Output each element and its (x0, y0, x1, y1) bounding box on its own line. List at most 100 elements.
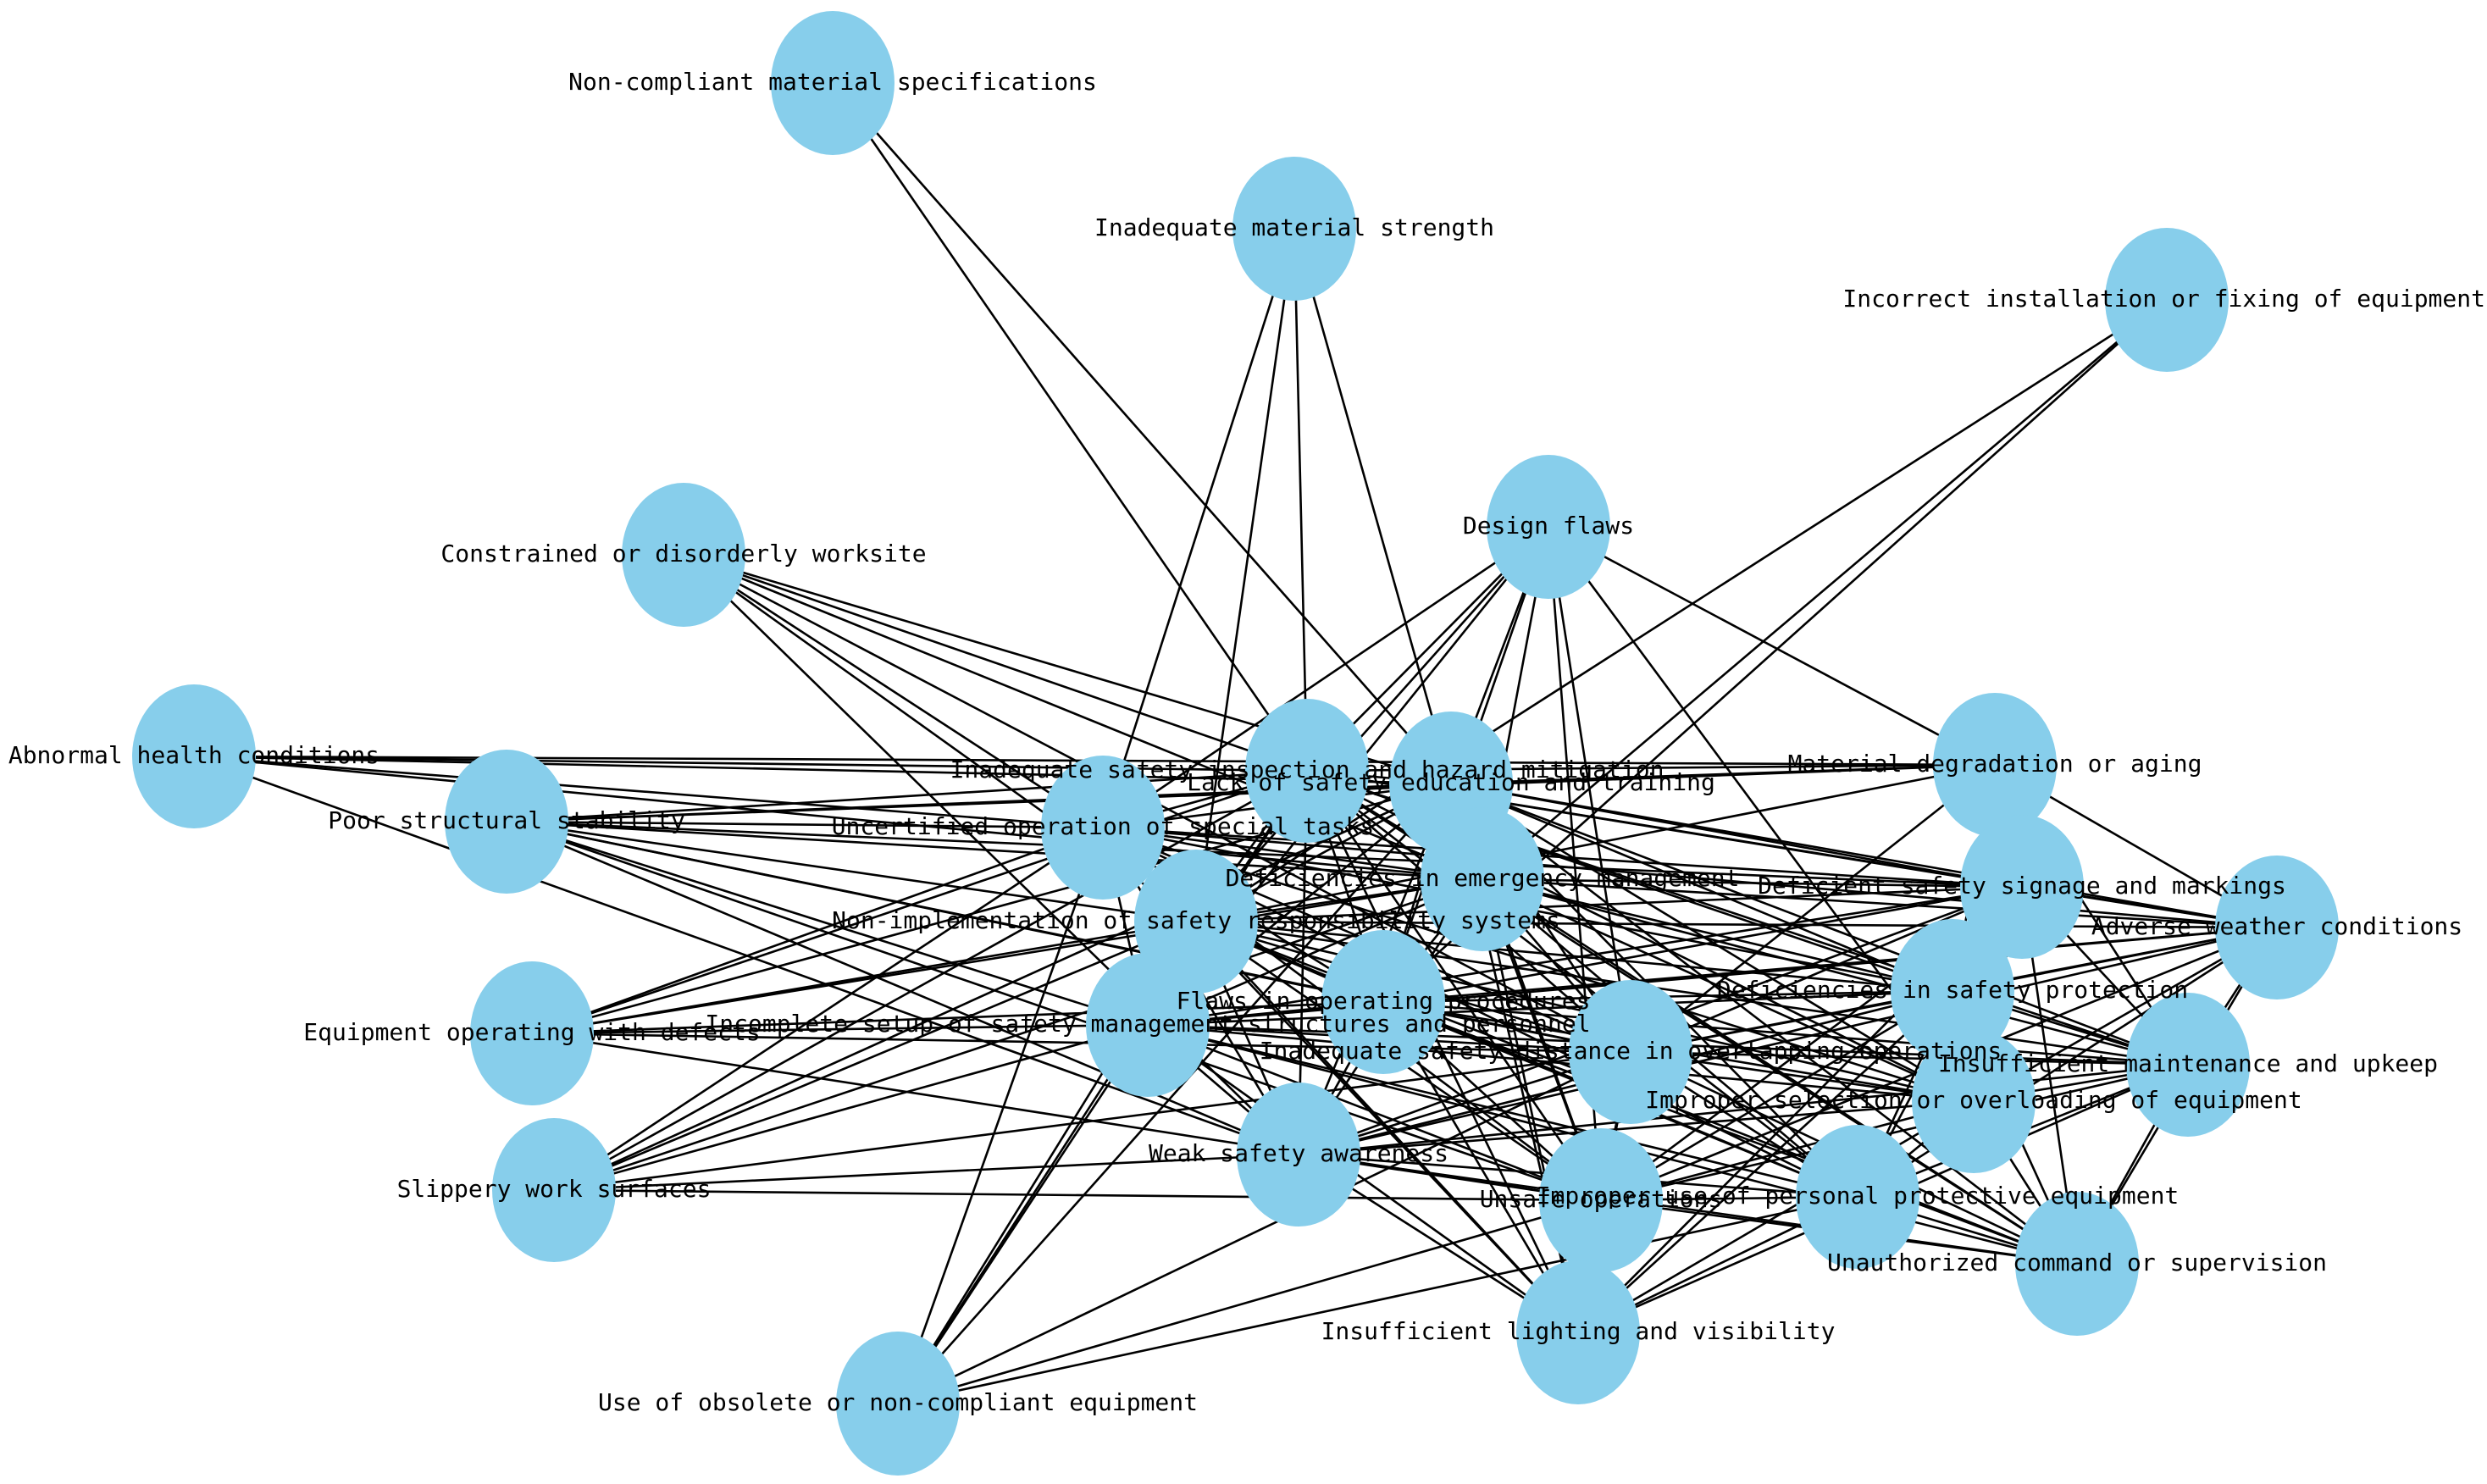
node-circle-n19 (1086, 953, 1210, 1097)
edge-n29-n25 (897, 1199, 1602, 1405)
node-label-n13: Deficient safety signage and markings (1758, 872, 2286, 900)
label-layer: Non-compliant material specificationsIna… (8, 68, 2485, 1416)
node-label-n21: Insufficient maintenance and upkeep (1938, 1049, 2438, 1077)
node-circle-n25 (1539, 1128, 1663, 1272)
edge-n9-n14 (1450, 782, 2278, 929)
edge-n24-n19 (553, 1023, 1149, 1192)
edge-n18-n16 (531, 1000, 1384, 1035)
node-circle-n5 (622, 483, 745, 627)
node-circle-n20 (1569, 980, 1692, 1124)
node-circle-n10 (1933, 693, 2057, 837)
node-circle-n28 (1516, 1260, 1640, 1404)
node-label-n10: Material degradation or aging (1788, 750, 2202, 778)
edge-n20-n10 (1630, 763, 1996, 1054)
edge-n19-n22 (1147, 1023, 1975, 1103)
edge-n4-n20 (1547, 526, 1632, 1053)
edge-n15-n14 (1195, 920, 2278, 929)
edge-n12-n14 (1482, 878, 2278, 929)
edge-n11-n14 (1102, 826, 2278, 929)
node-label-n6: Abnormal health conditions (8, 741, 379, 769)
node-label-n23: Weak safety awareness (1149, 1139, 1448, 1167)
node-circle-n4 (1487, 455, 1610, 599)
edge-n16-n13 (1382, 885, 2023, 1004)
node-label-n22: Improper selection or overloading of equ… (1645, 1086, 2301, 1114)
edge-n11-n12 (1102, 826, 1483, 881)
node-circle-n22 (1912, 1029, 2036, 1173)
edge-n28-n22 (1577, 1099, 1975, 1334)
edge-n5-n8 (683, 553, 1308, 772)
edge-n8-n26 (1306, 769, 1858, 1199)
node-circle-n7 (445, 750, 568, 894)
node-circle-n8 (1245, 699, 1369, 843)
node-label-n3: Incorrect installation or fixing of equi… (1842, 285, 2485, 313)
node-label-n26: Improper use of personal protective equi… (1537, 1182, 2180, 1210)
node-circle-n2 (1232, 157, 1356, 301)
node-label-n8: Inadequate safety inspection and hazard … (950, 756, 1664, 784)
edge-n28-n17 (1577, 990, 1953, 1333)
node-label-n20: Inadequate safety distance in overlappin… (1260, 1037, 2002, 1065)
edge-n20-n13 (1630, 885, 2023, 1054)
node-circle-n17 (1891, 919, 2014, 1063)
edge-n7-n23 (506, 820, 1299, 1156)
edge-n19-n17 (1147, 989, 1953, 1027)
edge-n12-n27 (1482, 878, 2078, 1265)
edge-n18-n15 (531, 920, 1197, 1035)
edge-n24-n12 (553, 878, 1483, 1192)
node-label-n5: Constrained or disorderly worksite (440, 540, 926, 568)
edge-n3-n12 (1482, 299, 2168, 880)
edge-n26-n14 (1857, 926, 2278, 1199)
node-label-n11: Uncertified operation of special tasks (832, 812, 1375, 840)
edge-n15-n10 (1195, 763, 1996, 923)
edge-n2-n15 (1194, 228, 1296, 922)
edge-n1-n8 (831, 82, 1309, 772)
edge-n3-n15 (1195, 298, 2168, 923)
node-circle-n1 (771, 11, 895, 155)
node-label-n4: Design flaws (1463, 512, 1634, 540)
edge-n7-n25 (506, 820, 1602, 1202)
edge-n24-n8 (553, 769, 1308, 1192)
edge-n2-n9 (1293, 228, 1453, 784)
edge-n7-n11 (506, 820, 1104, 829)
node-circle-n29 (836, 1332, 960, 1476)
node-label-n16: Flaws in operating procedures (1177, 987, 1591, 1015)
edge-n2-n11 (1101, 228, 1296, 828)
edge-n7-n13 (506, 820, 2023, 889)
node-circle-n3 (2105, 228, 2229, 372)
node-label-n7: Poor structural stability (328, 806, 684, 834)
node-label-n12: Deficiencies in emergency management (1226, 864, 1740, 892)
edge-n19-n28 (1147, 1023, 1579, 1334)
edge-n29-n9 (897, 783, 1452, 1404)
edge-n18-n11 (531, 826, 1104, 1035)
edge-n24-n11 (553, 826, 1104, 1192)
edge-n24-n15 (553, 920, 1197, 1192)
node-label-n9: Lack of safety education and training (1187, 768, 1715, 796)
edge-n7-n8 (506, 769, 1308, 823)
edge-n9-n27 (1450, 782, 2078, 1265)
node-circle-n13 (1960, 815, 2084, 959)
edge-n24-n9 (553, 782, 1452, 1192)
node-circle-n6 (132, 684, 256, 828)
node-label-n17: Deficiencies in safety protection (1717, 976, 2188, 1004)
edge-n25-n21 (1600, 1063, 2189, 1202)
edge-n9-n10 (1450, 763, 1996, 785)
edge-n6-n9 (193, 755, 1452, 785)
node-label-n18: Equipment operating with defects (303, 1018, 760, 1046)
edge-n2-n8 (1293, 228, 1309, 772)
edge-n29-n26 (897, 1195, 1858, 1405)
node-circle-n26 (1796, 1125, 1919, 1269)
edge-n15-n13 (1195, 885, 2023, 923)
node-label-n1: Non-compliant material specifications (568, 68, 1097, 96)
node-label-n24: Slippery work surfaces (397, 1175, 712, 1203)
edge-n29-n19 (896, 1024, 1149, 1404)
node-label-n28: Insufficient lighting and visibility (1321, 1317, 1836, 1345)
edge-n12-n22 (1482, 878, 1975, 1103)
node-label-n25: Unsafe operations (1480, 1185, 1723, 1213)
edge-n12-n13 (1482, 878, 2023, 889)
edge-n29-n20 (897, 1050, 1631, 1405)
edge-n12-n21 (1482, 878, 2189, 1066)
edge-n7-n19 (506, 820, 1149, 1027)
edge-n24-n25 (553, 1188, 1602, 1202)
edge-n23-n22 (1298, 1099, 1975, 1156)
node-circle-n27 (2015, 1192, 2139, 1336)
